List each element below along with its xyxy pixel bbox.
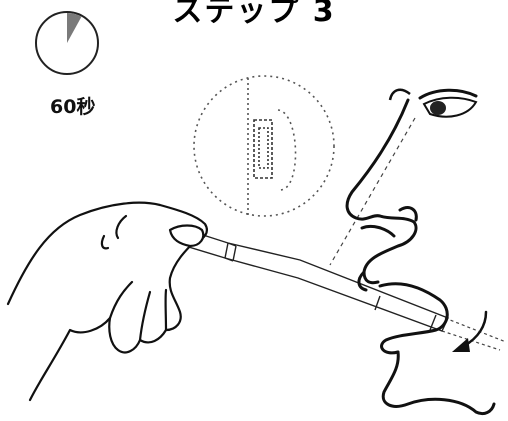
magnified-detail-circle: [194, 76, 334, 216]
curved-arrow-down-icon: [452, 312, 486, 352]
timer-icon: [36, 12, 98, 74]
timer-label: 60秒: [50, 92, 95, 119]
hand-drawing: [8, 203, 207, 400]
face-profile: [347, 100, 494, 414]
